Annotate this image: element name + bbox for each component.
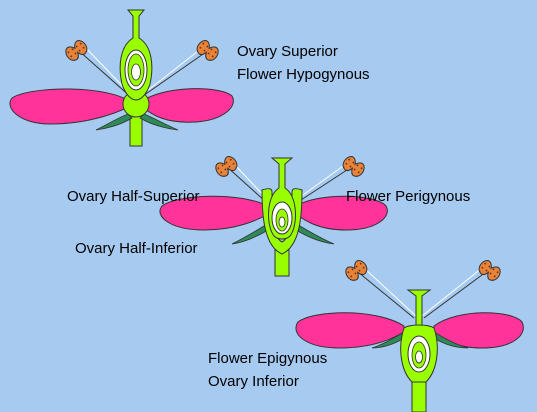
ovary-superior-label: Ovary Superior <box>237 43 338 61</box>
flower-epigynous-label: Flower Epigynous <box>208 350 327 368</box>
flower-perigynous-label: Flower Perigynous <box>346 188 470 206</box>
flower-hypogynous-label: Flower Hypogynous <box>237 66 370 84</box>
ovary-half-inferior-label: Ovary Half-Inferior <box>75 240 198 258</box>
flower-epigynous-icon <box>296 258 523 412</box>
flower-hypogynous-icon <box>10 10 233 146</box>
ovary-half-superior-label: Ovary Half-Superior <box>67 188 200 206</box>
ovary-inferior-label: Ovary Inferior <box>208 373 299 391</box>
